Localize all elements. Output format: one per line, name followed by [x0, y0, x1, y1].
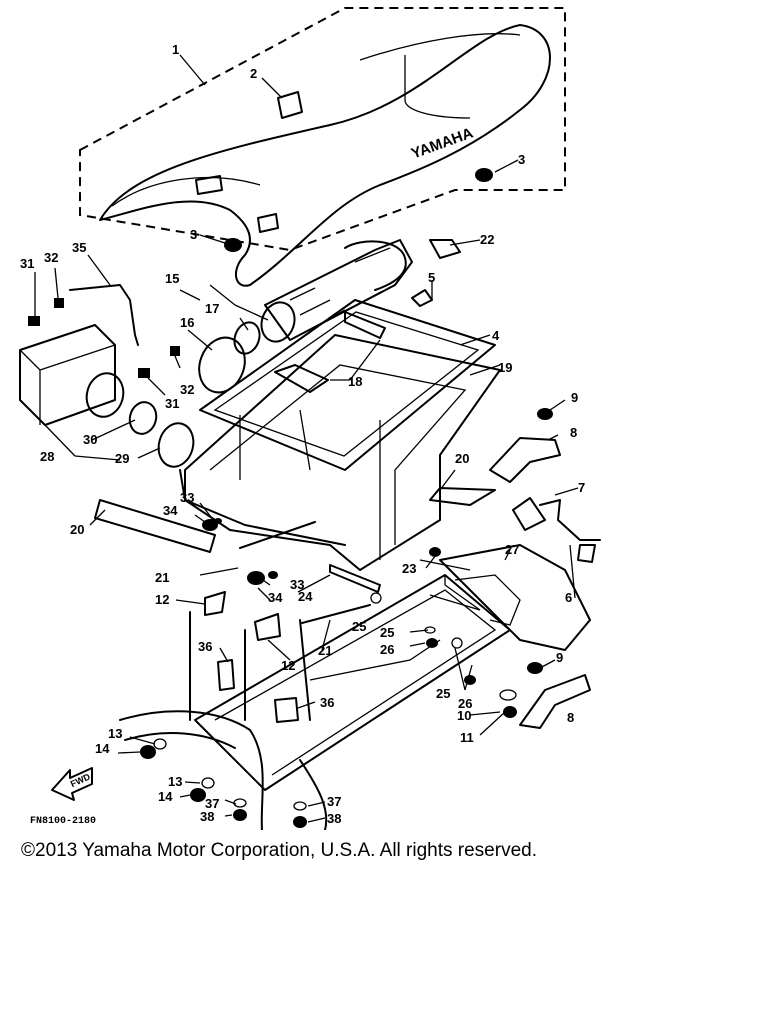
clip-left: [204, 591, 226, 616]
callout: 25: [352, 619, 366, 634]
callout: 3: [518, 152, 525, 167]
copyright-notice: ©2013 Yamaha Motor Corporation, U.S.A. A…: [21, 840, 537, 861]
parts-diagram: YAMAHA: [19, 7, 601, 830]
callout: 15: [165, 271, 179, 286]
damper-bottom: [224, 238, 242, 252]
callout: 25: [436, 686, 450, 701]
fwd-arrow: FWD: [51, 767, 93, 801]
handle-lower: [519, 674, 591, 729]
callout: 36: [198, 639, 212, 654]
callout: 21: [318, 643, 332, 658]
callout: 19: [498, 360, 512, 375]
callout: 13: [168, 774, 182, 789]
callout: 33: [290, 577, 304, 592]
callout: 11: [460, 730, 474, 745]
callout: 20: [455, 451, 469, 466]
callout: 17: [205, 301, 219, 316]
callout: 33: [180, 490, 194, 505]
callout: 25: [380, 625, 394, 640]
callout: 27: [505, 542, 519, 557]
callout: 37: [327, 794, 341, 809]
callout: 1: [172, 42, 179, 57]
callout: 30: [83, 432, 97, 447]
callout: 8: [570, 425, 577, 440]
callout: 24: [298, 589, 313, 604]
callout: 31: [165, 396, 179, 411]
seat-brand-label: YAMAHA: [409, 124, 476, 162]
callout: 37: [205, 796, 219, 811]
callout: 4: [492, 328, 500, 343]
callout: 6: [565, 590, 572, 605]
callout: 26: [380, 642, 394, 657]
callout: 22: [480, 232, 494, 247]
callout: 9: [571, 390, 578, 405]
callout: 34: [268, 590, 283, 605]
callout: 12: [155, 592, 169, 607]
callout: 2: [250, 66, 257, 81]
callout: 36: [320, 695, 334, 710]
damper-top: [475, 168, 493, 182]
callout: 23: [402, 561, 416, 576]
hull-frame: [119, 518, 591, 830]
callouts: 1 2 3 3 4 5 6 7 8 8 9 9 10 11 12 12 13 1…: [20, 42, 585, 826]
callout: 14: [95, 741, 110, 756]
callout: 16: [180, 315, 194, 330]
callout: 38: [200, 809, 214, 824]
callout: 20: [70, 522, 84, 537]
storage-tub: [94, 239, 501, 571]
seat-assembly: YAMAHA: [79, 7, 566, 287]
seat-strap: [277, 91, 303, 119]
callout: 3: [190, 227, 197, 242]
callout: 26: [458, 696, 472, 711]
strip-right: [429, 487, 496, 506]
callout: 18: [348, 374, 362, 389]
filter-box: [19, 284, 195, 468]
callout: 10: [457, 708, 471, 723]
callout: 5: [428, 270, 435, 285]
callout: 8: [567, 710, 574, 725]
callout: 29: [115, 451, 129, 466]
callout: 7: [578, 480, 585, 495]
callout: 38: [327, 811, 341, 826]
callout: 14: [158, 789, 173, 804]
callout: 32: [44, 250, 58, 265]
figure-code: FN8100-2180: [30, 816, 96, 827]
callout: 34: [163, 503, 178, 518]
intake-duct: [198, 239, 413, 394]
callout: 31: [20, 256, 34, 271]
callout: 12: [281, 658, 295, 673]
callout: 9: [556, 650, 563, 665]
callout: 21: [155, 570, 169, 585]
callout: 28: [40, 449, 54, 464]
bolt-long: [329, 564, 381, 593]
strip-left: [94, 499, 216, 553]
clip-mid: [254, 613, 281, 641]
callout: 13: [108, 726, 122, 741]
leader-lines: [34, 54, 579, 823]
callout: 35: [72, 240, 86, 255]
handle-upper: [489, 437, 561, 483]
right-hardware: [489, 408, 601, 729]
callout: 32: [180, 382, 194, 397]
